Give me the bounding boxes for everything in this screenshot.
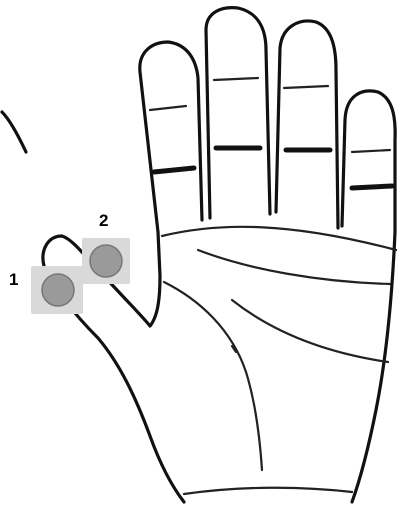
marker-1-label: 1 <box>9 270 18 289</box>
marker-1-dot <box>42 274 74 306</box>
marker-2-dot <box>90 245 122 277</box>
marker-2-label: 2 <box>99 211 108 230</box>
little-crease-lower <box>352 186 392 188</box>
